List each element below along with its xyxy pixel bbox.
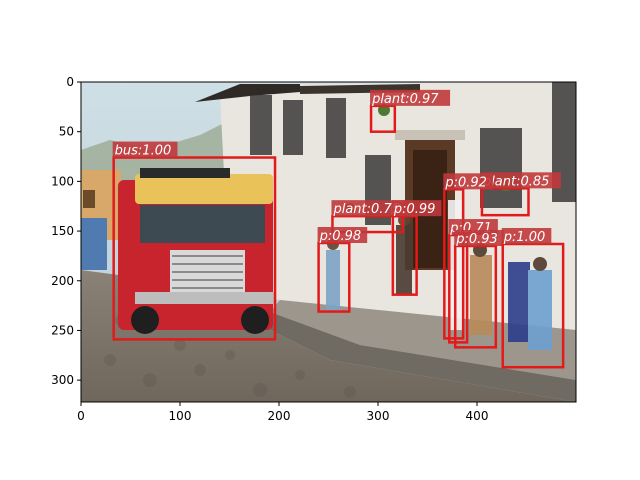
bus-shape	[118, 168, 275, 334]
x-tick-label: 300	[367, 409, 390, 423]
axes: 0 100 200 300 400 0 50 100 150 200 250 300	[51, 75, 577, 423]
detection-label: p:1.00	[503, 230, 546, 245]
detection-9: p:1.00	[501, 227, 565, 369]
y-tick-label: 100	[51, 174, 74, 188]
y-tick-label: 250	[51, 323, 74, 337]
detection-label-bg	[370, 89, 451, 106]
detection-label-bg	[112, 141, 178, 158]
detection-label-bg	[391, 200, 442, 217]
detection-5: p:0.99	[391, 200, 442, 296]
detection-3: plant:0.75	[331, 200, 412, 234]
detection-label: plant:0.97	[371, 92, 439, 107]
y-tick-label: 50	[59, 125, 74, 139]
detection-label-bg	[454, 229, 504, 246]
detection-0: bus:1.00	[112, 141, 277, 341]
detection-label-bg	[331, 200, 412, 217]
detection-label: p:0.93	[455, 232, 498, 247]
detection-1: plant:0.97	[369, 89, 451, 133]
y-tick-label: 300	[51, 373, 74, 387]
y-tick-label: 200	[51, 274, 74, 288]
y-tick-label: 0	[66, 75, 74, 89]
x-tick-label: 100	[169, 409, 192, 423]
detection-4: p:0.98	[317, 226, 368, 313]
detection-label-bg	[480, 172, 561, 189]
detection-label-bg	[501, 227, 552, 244]
detection-label: plant:0.85	[482, 174, 550, 189]
detection-label-bg	[317, 226, 368, 243]
x-tick-label: 400	[466, 409, 489, 423]
detection-label: plant:0.75	[332, 202, 400, 217]
detection-label: p:0.99	[393, 202, 436, 217]
x-tick-label: 200	[268, 409, 291, 423]
y-tick-label: 150	[51, 224, 74, 238]
detection-label: bus:1.00	[115, 144, 172, 159]
detection-boxes: bus:1.00plant:0.97plant:0.85plant:0.75p:…	[112, 89, 565, 369]
detection-label: p:0.92	[444, 175, 487, 190]
detection-box	[112, 156, 277, 341]
detection-6: p:0.92	[443, 173, 493, 340]
x-tick-label: 0	[77, 409, 85, 423]
axes-frame	[80, 81, 577, 403]
detection-2: plant:0.85	[480, 172, 561, 217]
detection-label: p:0.98	[319, 229, 362, 244]
detection-8: p:0.93	[453, 229, 504, 349]
detection-label-bg	[443, 173, 493, 190]
